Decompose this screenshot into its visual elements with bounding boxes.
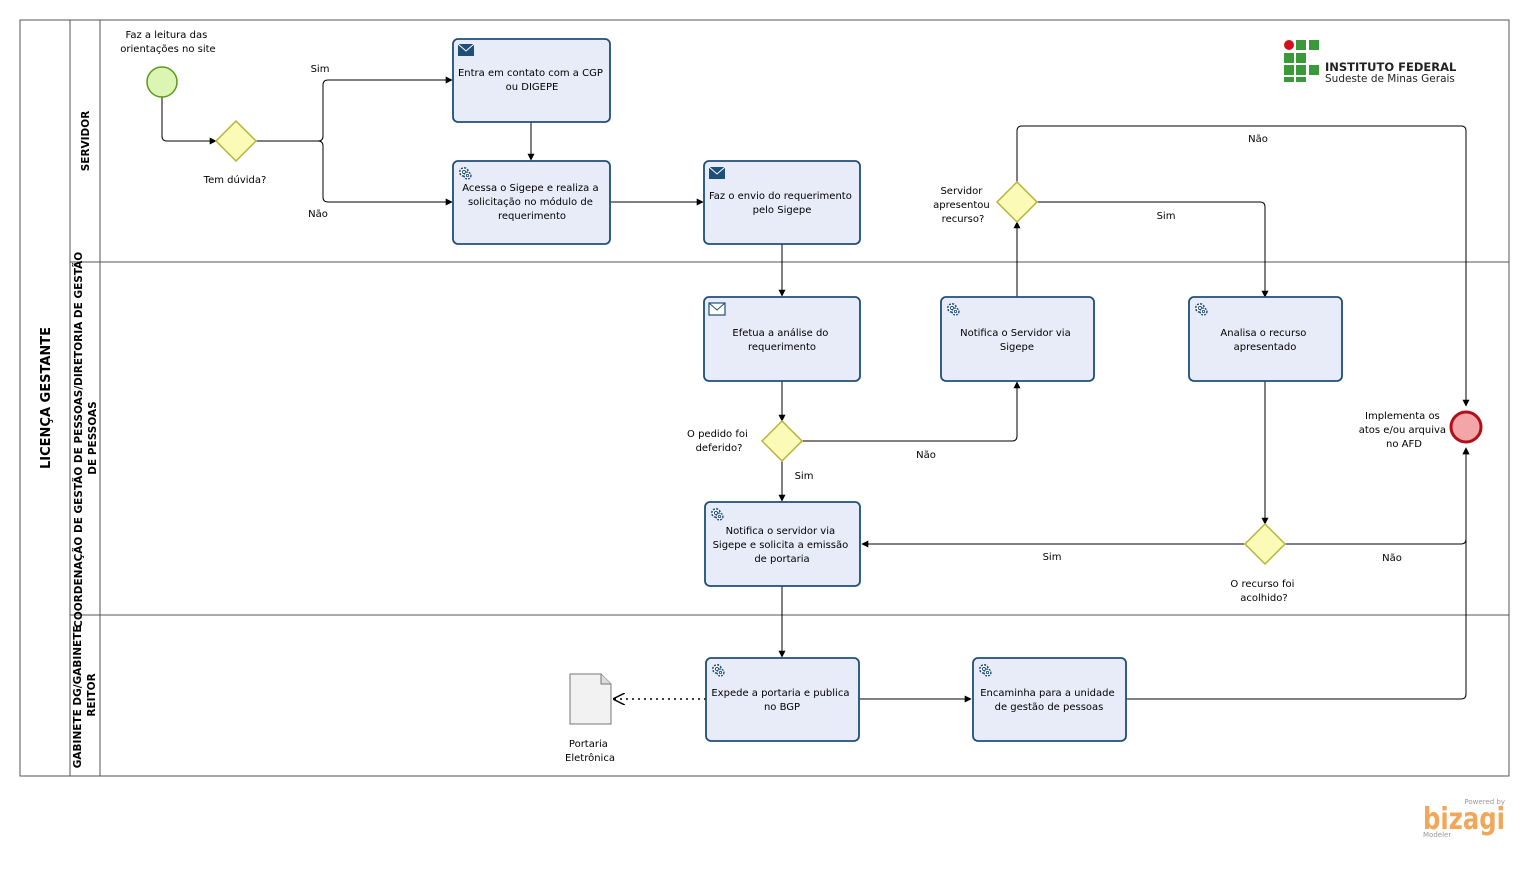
task-envio-requerimento[interactable]: Faz o envio do requerimento pelo Sigepe — [703, 160, 861, 245]
task-expede-portaria[interactable]: Expede a portaria e publica no BGP — [705, 657, 860, 742]
flow-recurso-sim — [1037, 201, 1269, 298]
task-entra-contato-label: Entra em contato com a CGP ou DIGEPE — [458, 68, 606, 93]
envelope-filled-icon — [708, 166, 726, 179]
flow-label-nao-4: Não — [1382, 553, 1402, 564]
task-notifica-servidor[interactable]: Notifica o Servidor via Sigepe — [940, 296, 1095, 382]
flow-label-nao-3: Não — [916, 450, 936, 461]
end-event-label: Implementa os atos e/ou arquiva no AFD — [1359, 411, 1449, 450]
start-event-label: Faz a leitura das orientações no site — [120, 30, 215, 55]
task-efetua-analise[interactable]: Efetua a análise do requerimento — [703, 296, 861, 382]
flow-gateway-nao — [317, 140, 453, 206]
document-portaria-label: Portaria Eletrônica — [565, 739, 615, 764]
task-analisa-recurso[interactable]: Analisa o recurso apresentado — [1188, 296, 1343, 382]
envelope-outline-icon — [708, 302, 726, 316]
gateway-recurso-acolhido[interactable] — [1243, 522, 1287, 566]
gateway-tem-duvida-label: Tem dúvida? — [203, 174, 267, 186]
pool — [19, 19, 1510, 777]
flow-deferido-nao — [802, 381, 1021, 442]
gateway-recurso-acolhido-label: O recurso foi acolhido? — [1230, 579, 1297, 604]
logo-title: INSTITUTO FEDERAL — [1325, 60, 1457, 74]
gateway-tem-duvida[interactable] — [214, 119, 258, 163]
flow-label-sim-3: Sim — [795, 471, 814, 482]
lane-title-gabinete: GABINETE DG/GABINETE REITOR — [72, 622, 98, 768]
task-entra-contato[interactable]: Entra em contato com a CGP ou DIGEPE — [452, 38, 611, 123]
bizagi-watermark: Powered by bizagi Modeler — [1423, 798, 1505, 839]
watermark-brand: bizagi — [1423, 802, 1505, 837]
end-event[interactable] — [1449, 410, 1483, 444]
task-encaminha-label: Encaminha para a unidade de gestão de pe… — [980, 688, 1118, 713]
pool-title: LICENÇA GESTANTE — [39, 327, 54, 469]
instituto-federal-logo — [1284, 40, 1319, 82]
gateway-servidor-recurso-label: Servidor apresentou recurso? — [933, 186, 993, 225]
flow-label-nao-2: Não — [1248, 134, 1268, 145]
flow-encaminha-to-end — [1126, 447, 1470, 700]
task-acessa-sigepe[interactable]: Acessa o Sigepe e realiza a solicitação … — [452, 160, 611, 245]
envelope-filled-icon — [457, 43, 475, 56]
flow-gateway-sim — [256, 76, 453, 142]
lane-title-coordenacao: COORDENAÇÃO DE GESTÃO DE PESSOAS/DIRETOR… — [72, 248, 99, 628]
gateway-pedido-deferido[interactable] — [760, 419, 804, 463]
task-acessa-sigepe-label: Acessa o Sigepe e realiza a solicitação … — [462, 183, 602, 222]
start-event[interactable] — [146, 66, 178, 98]
gateway-pedido-deferido-label: O pedido foi deferido? — [687, 429, 751, 454]
flow-label-sim-1: Sim — [311, 64, 330, 75]
task-encaminha[interactable]: Encaminha para a unidade de gestão de pe… — [972, 657, 1127, 742]
flow-recurso-nao — [1016, 125, 1470, 407]
flow-label-sim-2: Sim — [1157, 211, 1176, 222]
flow-start-to-gateway — [161, 97, 217, 145]
document-portaria[interactable] — [569, 673, 612, 725]
task-efetua-analise-label: Efetua a análise do requerimento — [732, 327, 831, 353]
watermark-product: Modeler — [1423, 831, 1451, 839]
watermark-powered: Powered by — [1464, 798, 1505, 806]
task-analisa-recurso-label: Analisa o recurso apresentado — [1220, 328, 1309, 353]
flow-label-nao-1: Não — [308, 209, 328, 220]
logo-subtitle: Sudeste de Minas Gerais — [1325, 73, 1455, 85]
flow-label-sim-4: Sim — [1043, 552, 1062, 563]
task-notifica-portaria[interactable]: Notifica o servidor via Sigepe e solicit… — [704, 501, 861, 587]
task-envio-requerimento-label: Faz o envio do requerimento pelo Sigepe — [709, 191, 855, 216]
task-expede-portaria-label: Expede a portaria e publica no BGP — [711, 688, 852, 713]
task-notifica-servidor-label: Notifica o Servidor via Sigepe — [960, 328, 1074, 353]
task-notifica-portaria-label: Notifica o servidor via Sigepe e solicit… — [713, 526, 852, 565]
sequence-flows — [161, 76, 1470, 700]
gateway-servidor-recurso[interactable] — [995, 180, 1039, 224]
lane-title-servidor: SERVIDOR — [80, 111, 92, 172]
